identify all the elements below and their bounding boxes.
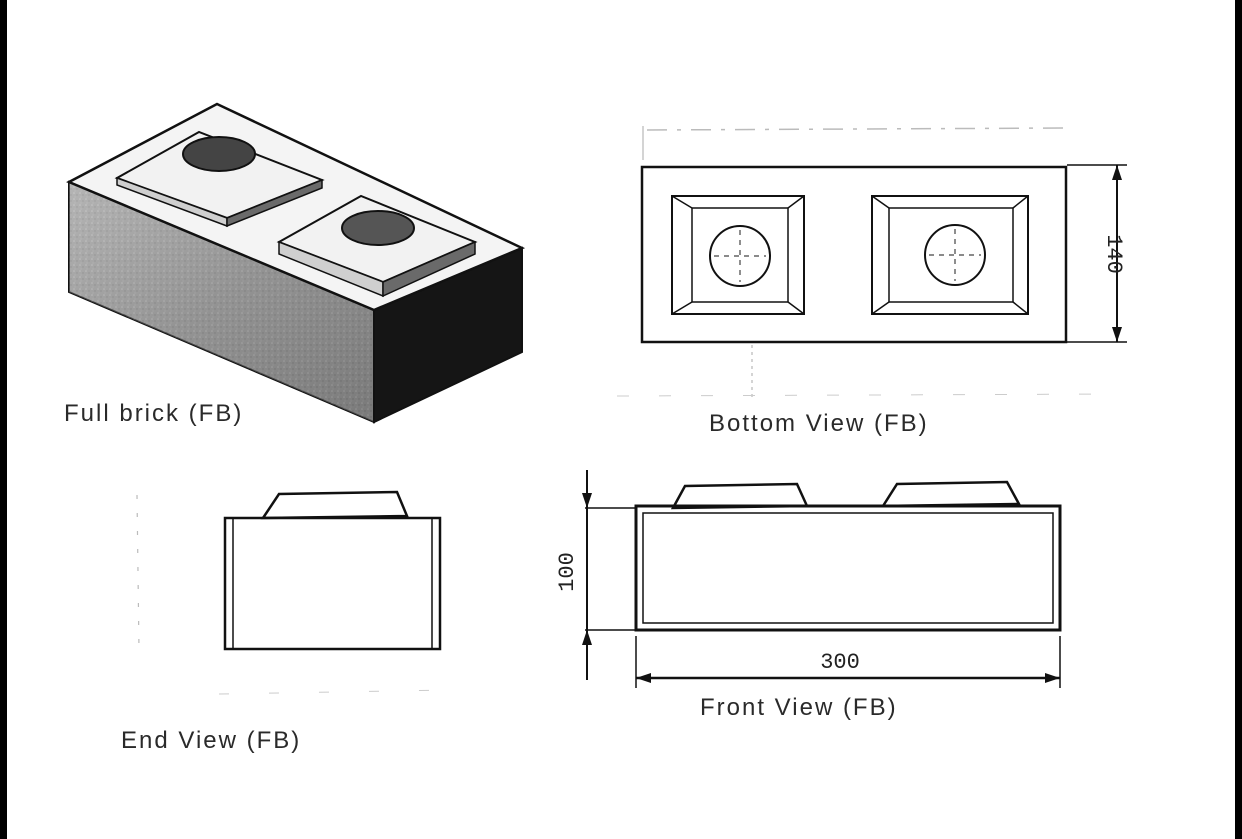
end-view-drawing: [136, 490, 448, 695]
boss-1-hole: [182, 136, 256, 172]
full-brick-isometric: [66, 102, 526, 424]
front-view-drawing: [582, 470, 1062, 688]
front-view-outline: [634, 504, 1062, 632]
front-view-caption: Front View (FB): [700, 694, 898, 721]
dimension-labels: 140 100 300: [555, 234, 1126, 675]
end-view-caption: End View (FB): [121, 727, 302, 754]
dim-100-label: 100: [555, 552, 580, 592]
bottom-view-caption: Bottom View (FB): [709, 410, 929, 437]
dim-300-label: 300: [820, 650, 860, 675]
bottom-view-drawing: [616, 126, 1127, 400]
bottom-hole-2: [924, 224, 986, 286]
bottom-outline: [640, 165, 1068, 344]
boss-2-hole: [341, 210, 415, 246]
drawing-sheet: 140 100 300 Full brick (FB) Bottom View …: [7, 0, 1235, 839]
end-view-outline: [223, 516, 442, 651]
dim-140-label: 140: [1101, 234, 1126, 274]
full-brick-caption: Full brick (FB): [64, 400, 244, 427]
bottom-hole-1: [709, 225, 771, 287]
